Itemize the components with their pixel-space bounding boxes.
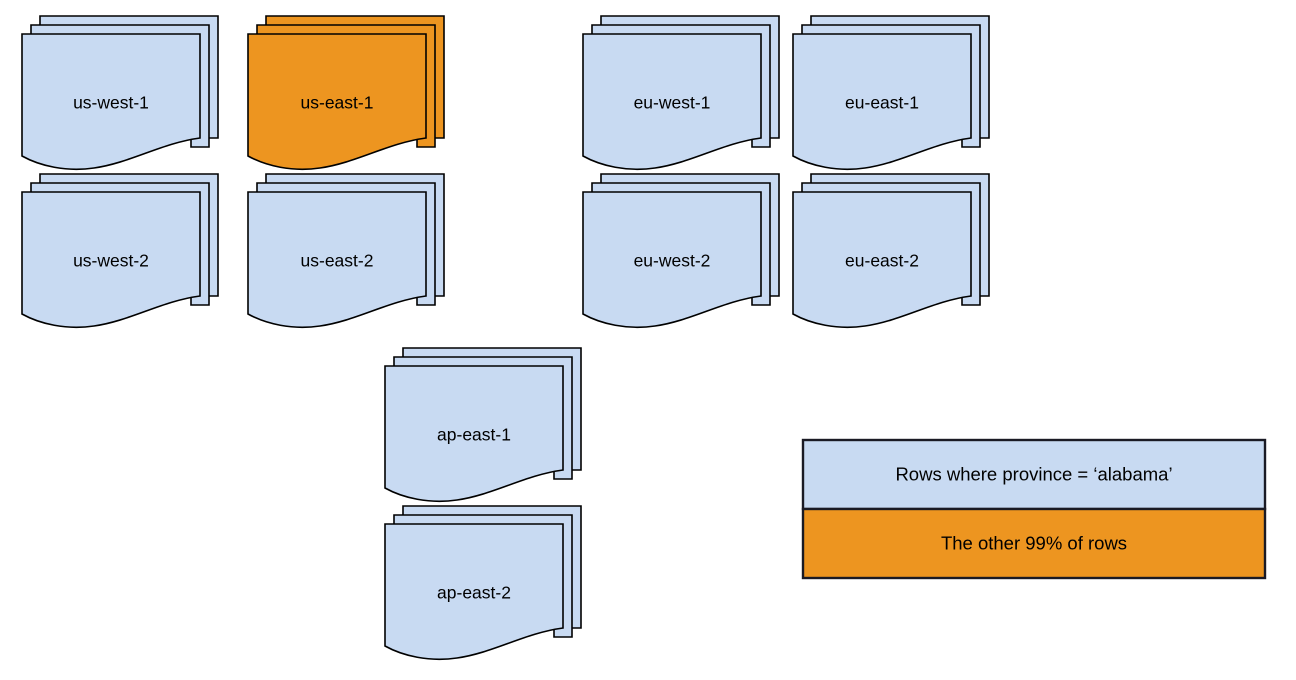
- doc-stack-eu-west-1[interactable]: eu-west-1: [582, 15, 780, 171]
- doc-sheet-front: [247, 33, 427, 171]
- doc-stack-label: us-east-1: [301, 93, 374, 113]
- legend-label-blue: Rows where province = ‘alabama’: [895, 463, 1172, 484]
- doc-stack-ap-east-2[interactable]: ap-east-2: [384, 505, 582, 661]
- doc-stack-label: ap-east-1: [437, 425, 511, 445]
- doc-sheet-front: [247, 191, 427, 329]
- legend-label-orange: The other 99% of rows: [941, 532, 1127, 553]
- legend: Rows where province = ‘alabama’ The othe…: [801, 438, 1267, 580]
- doc-stack-us-west-2[interactable]: us-west-2: [21, 173, 219, 329]
- doc-stack-label: us-east-2: [301, 251, 374, 271]
- doc-stack-label: eu-west-1: [634, 93, 711, 113]
- doc-sheet-front: [792, 191, 972, 329]
- doc-stack-label: eu-west-2: [634, 251, 711, 271]
- doc-stack-label: eu-east-1: [845, 93, 919, 113]
- doc-stack-label: us-west-1: [73, 93, 149, 113]
- doc-stack-label: ap-east-2: [437, 583, 511, 603]
- doc-sheet-front: [582, 33, 762, 171]
- doc-sheet-front: [582, 191, 762, 329]
- legend-swatch-orange: [801, 507, 1267, 580]
- doc-stack-us-east-1[interactable]: us-east-1: [247, 15, 445, 171]
- doc-sheet-front: [384, 523, 564, 661]
- doc-sheet-front: [21, 191, 201, 329]
- doc-sheet-front: [384, 365, 564, 503]
- doc-sheet-front: [21, 33, 201, 171]
- doc-stack-us-west-1[interactable]: us-west-1: [21, 15, 219, 171]
- doc-sheet-front: [792, 33, 972, 171]
- doc-stack-eu-west-2[interactable]: eu-west-2: [582, 173, 780, 329]
- doc-stack-label: us-west-2: [73, 251, 149, 271]
- doc-stack-ap-east-1[interactable]: ap-east-1: [384, 347, 582, 503]
- legend-swatch-blue: [801, 438, 1267, 511]
- doc-stack-label: eu-east-2: [845, 251, 919, 271]
- doc-stack-eu-east-1[interactable]: eu-east-1: [792, 15, 990, 171]
- doc-stack-us-east-2[interactable]: us-east-2: [247, 173, 445, 329]
- doc-stack-eu-east-2[interactable]: eu-east-2: [792, 173, 990, 329]
